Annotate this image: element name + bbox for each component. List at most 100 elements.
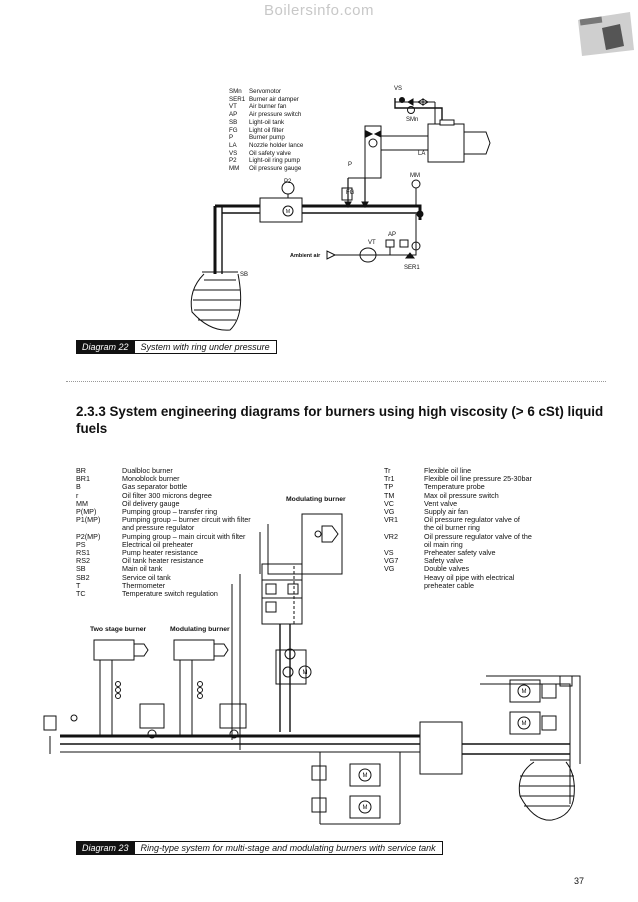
svg-text:M: M (522, 689, 527, 695)
legend-code: TM (384, 490, 395, 500)
legend-row: BR1 Monoblock burner (76, 474, 276, 484)
legend-code: FG (229, 126, 238, 134)
label-smn: SMn (406, 117, 418, 123)
legend-description: the oil burner ring (424, 523, 480, 533)
legend-description: Gas separator bottle (122, 482, 188, 492)
legend-description: Thermometer (122, 580, 166, 590)
legend-row: P2(MP)Pumping group – main circuit with … (76, 531, 276, 541)
legend-code: P2 (229, 157, 237, 165)
label-la: LA (418, 151, 425, 157)
legend-code: VR1 (384, 515, 398, 525)
legend-description: Oil pressure regulator valve of (424, 515, 520, 525)
legend-description: Heavy oil pipe with electrical (424, 572, 515, 582)
legend-code: BR1 (76, 474, 90, 484)
legend-description: Vent valve (424, 498, 458, 508)
legend-code: T (76, 580, 81, 590)
legend-code: VS (384, 548, 394, 558)
label-modulating-burner-top: Modulating burner (286, 496, 346, 503)
legend-code: AP (229, 111, 238, 119)
legend-description: Flexible oil line (424, 466, 472, 475)
legend-description: Monoblock burner (122, 474, 180, 484)
legend-code: SMn (229, 88, 242, 95)
legend-description: Oil pressure regulator valve of the (424, 531, 532, 541)
svg-text:M: M (286, 209, 290, 215)
legend-row: and pressure regulator (76, 524, 276, 532)
diagram22-schematic: M VS SMn LA MM P FG P2 AP VT SER1 Ambien… (190, 86, 491, 331)
label-ambient-air: Ambient air (290, 253, 321, 259)
legend-description: Oil pressure gauge (249, 165, 302, 173)
legend-description: Light-oil ring pump (249, 157, 300, 165)
legend-code: r (76, 490, 79, 500)
legend-code: VG (384, 507, 395, 517)
legend-code: SB2 (76, 572, 90, 582)
legend-description: Electrical oil preheater (122, 539, 194, 549)
legend-row: r Oil filter 300 microns degree (76, 490, 276, 500)
legend-row: oil main ring (384, 540, 544, 549)
legend-description: Double valves (424, 564, 470, 574)
legend-description: Supply air fan (424, 507, 468, 517)
legend-row: T Thermometer (76, 580, 276, 590)
legend-description: Preheater safety valve (424, 548, 496, 558)
legend-description: Max oil pressure switch (424, 490, 499, 500)
svg-text:M: M (363, 773, 368, 779)
legend-code: SB (76, 564, 86, 574)
legend-code: P2(MP) (76, 531, 101, 541)
legend-description: Nozzle holder lance (249, 141, 304, 149)
legend-row: MM Oil pressure gauge (229, 165, 303, 173)
legend-description: Oil delivery gauge (122, 498, 180, 508)
label-mm: MM (410, 173, 420, 179)
legend-row: P(MP)Pumping group – transfer ring (76, 507, 276, 516)
legend-code: SER1 (229, 95, 246, 103)
label-vt: VT (368, 240, 376, 246)
legend-row: Heavy oil pipe with electrical (384, 572, 544, 582)
legend-description: Oil filter 300 microns degree (122, 490, 212, 500)
label-modulating-burner: Modulating burner (170, 626, 230, 633)
legend-code: MM (229, 165, 240, 173)
legend-row: VG Double valves (384, 565, 544, 573)
legend-code: VS (229, 149, 238, 157)
label-p2: P2 (284, 179, 292, 185)
legend-description: Safety valve (424, 556, 464, 566)
legend-code: SB (229, 118, 238, 126)
legend-description: Pump heater resistance (122, 548, 198, 558)
legend-row: TM Max oil pressure switch (384, 490, 544, 500)
label-ap: AP (388, 232, 396, 238)
label-sb: SB (240, 272, 248, 278)
legend-description: Oil tank heater resistance (122, 556, 204, 566)
svg-text:M: M (363, 805, 368, 811)
legend-code: TC (76, 589, 86, 599)
legend-row: VG Supply air fan (384, 507, 544, 517)
legend-code: BR (76, 466, 86, 475)
legend-row: P1(MP)Pumping group – burner circuit wit… (76, 516, 276, 524)
diagram22-caption-text: System with ring under pressure (134, 340, 277, 354)
legend-code: VG (384, 564, 395, 574)
legend-description: preheater cable (424, 580, 474, 590)
legend-row: preheater cable (384, 580, 544, 590)
diagram23-caption: Diagram 23 Ring-type system for multi-st… (76, 841, 443, 855)
diagram23-caption-text: Ring-type system for multi-stage and mod… (134, 841, 443, 855)
legend-row: the oil burner ring (384, 524, 544, 532)
legend-code: VR2 (384, 531, 398, 541)
label-ser1: SER1 (404, 265, 420, 271)
legend-row: VR1 Oil pressure regulator valve of (384, 516, 544, 524)
